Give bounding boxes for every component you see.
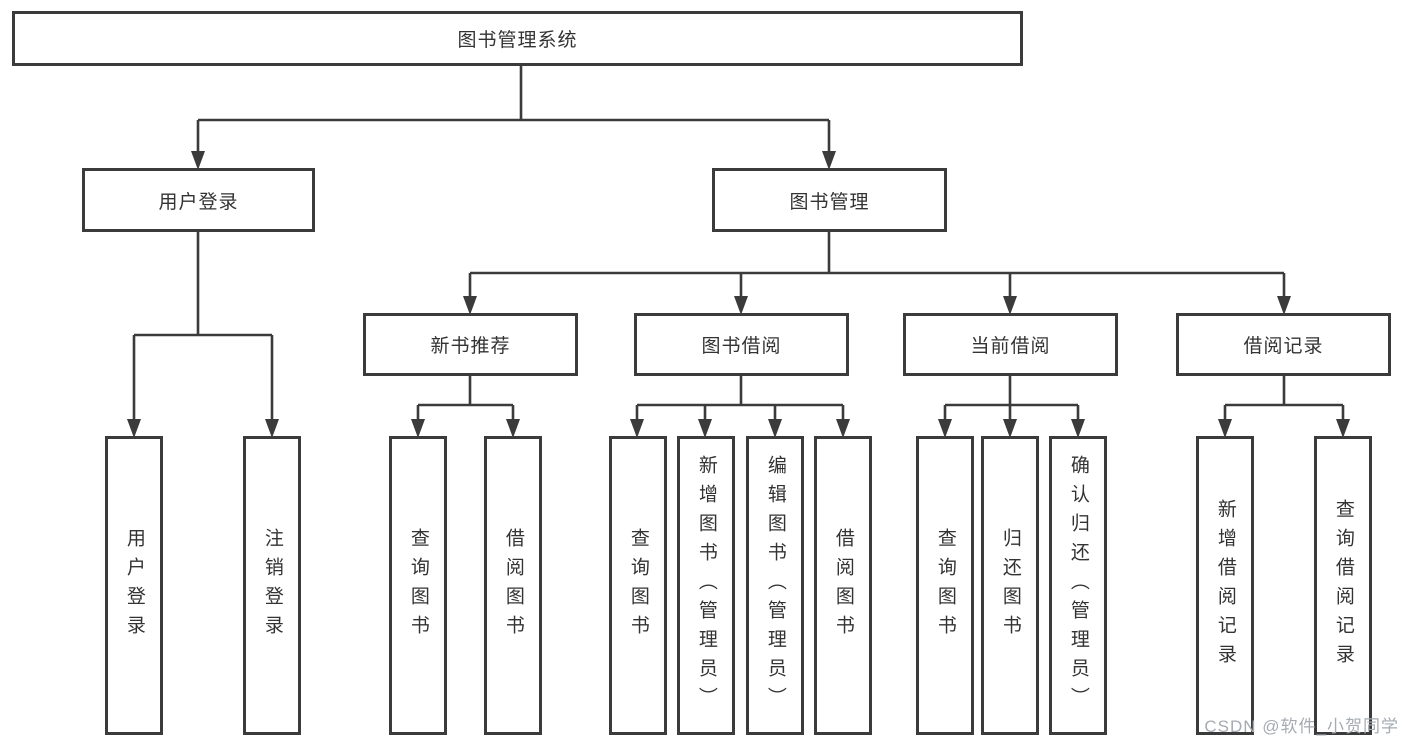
node-borrow-records: 借阅记录 — [1176, 313, 1391, 376]
node-root-system: 图书管理系统 — [12, 11, 1023, 66]
leaf-add-borrow-record: 新增借阅记录 — [1196, 436, 1254, 735]
node-current-borrow: 当前借阅 — [903, 313, 1118, 376]
leaf-query-book-current: 查询图书 — [916, 436, 974, 735]
leaf-query-borrow-record: 查询借阅记录 — [1314, 436, 1372, 735]
leaf-add-book-admin: 新增图书（管理员） — [677, 436, 735, 735]
node-new-book-recommend: 新书推荐 — [363, 313, 578, 376]
node-book-borrow: 图书借阅 — [634, 313, 849, 376]
node-book-management-branch: 图书管理 — [712, 168, 947, 232]
leaf-query-book-borrow: 查询图书 — [609, 436, 667, 735]
leaf-confirm-return-admin: 确认归还（管理员） — [1049, 436, 1107, 735]
leaf-logout: 注销登录 — [243, 436, 301, 735]
node-user-login-branch: 用户登录 — [82, 168, 315, 232]
leaf-edit-book-admin: 编辑图书（管理员） — [746, 436, 804, 735]
watermark: CSDN @软件_小贺同学 — [1204, 717, 1399, 736]
leaf-borrow-book: 借阅图书 — [814, 436, 872, 735]
leaf-return-book: 归还图书 — [981, 436, 1039, 735]
leaf-query-book-recommend: 查询图书 — [389, 436, 447, 735]
leaf-borrow-book-recommend: 借阅图书 — [484, 436, 542, 735]
leaf-user-login: 用户登录 — [105, 436, 163, 735]
